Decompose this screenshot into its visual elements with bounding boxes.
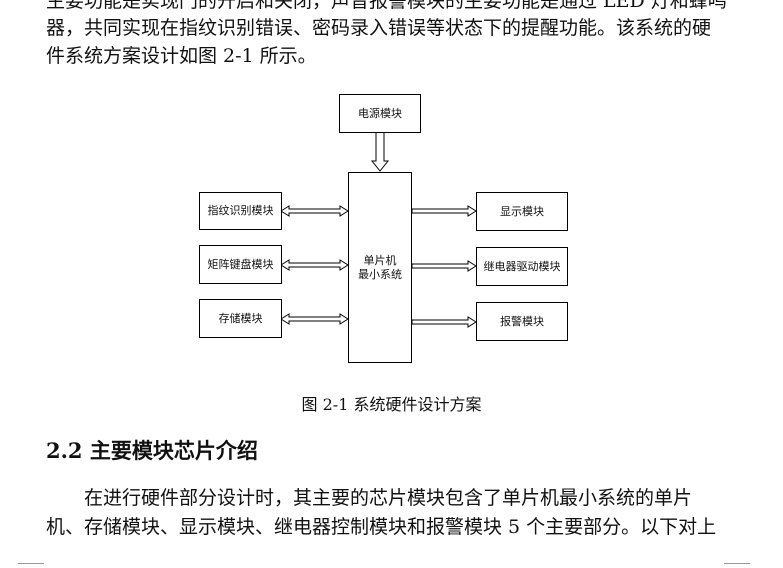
mcu-box: 单片机 最小系统 — [348, 172, 412, 363]
power-module-box: 电源模块 — [339, 94, 421, 133]
storage-module-label: 存储模块 — [218, 311, 263, 325]
paragraph-line: 主要功能是实现门的开启和关闭，声音报警模块的主要功能是通过 LED 灯和蜂鸣 — [46, 0, 727, 12]
fingerprint-module-label: 指纹识别模块 — [207, 204, 274, 217]
paragraph-line: 件系统方案设计如图 2-1 所示。 — [46, 45, 317, 67]
figure-caption: 图 2-1 系统硬件设计方案 — [301, 395, 482, 414]
paragraph-line: 机、存储模块、显示模块、继电器控制模块和报警模块 5 个主要部分。以下对上 — [46, 516, 717, 538]
page-corner-mark-right — [724, 563, 750, 564]
relay-module-label: 继电器驱动模块 — [483, 259, 561, 273]
mcu-label-line1: 单片机 — [363, 253, 397, 267]
power-module-label: 电源模块 — [358, 106, 402, 120]
keypad-link-arrow — [280, 259, 349, 271]
section-paragraph: 在进行硬件部分设计时，其主要的芯片模块包含了单片机最小系统的单片 机、存储模块、… — [46, 484, 736, 544]
paragraph-line: 器，共同实现在指纹识别错误、密码录入错误等状态下的提醒功能。该系统的硬 — [46, 17, 712, 39]
intro-paragraph: 主要功能是实现门的开启和关闭，声音报警模块的主要功能是通过 LED 灯和蜂鸣 器… — [46, 0, 736, 77]
fingerprint-module-box: 指纹识别模块 — [199, 192, 282, 230]
relay-link-arrow — [411, 260, 477, 272]
page-corner-mark-left — [18, 563, 44, 564]
display-link-arrow — [411, 205, 477, 217]
keypad-module-box: 矩阵键盘模块 — [199, 245, 282, 284]
relay-module-box: 继电器驱动模块 — [476, 247, 568, 286]
display-module-label: 显示模块 — [500, 204, 544, 218]
paragraph-line: 在进行硬件部分设计时，其主要的芯片模块包含了单片机最小系统的单片 — [84, 487, 693, 509]
section-heading: 2.2 主要模块芯片介绍 — [46, 438, 258, 463]
storage-link-arrow — [280, 313, 349, 325]
mcu-label-line2: 最小系统 — [358, 267, 402, 281]
storage-module-box: 存储模块 — [199, 299, 282, 338]
fingerprint-link-arrow — [280, 205, 349, 217]
alarm-module-label: 报警模块 — [500, 314, 544, 328]
power-arrow — [370, 131, 390, 172]
alarm-link-arrow — [411, 316, 477, 328]
keypad-module-label: 矩阵键盘模块 — [207, 257, 274, 271]
display-module-box: 显示模块 — [476, 192, 568, 231]
alarm-module-box: 报警模块 — [476, 302, 568, 341]
